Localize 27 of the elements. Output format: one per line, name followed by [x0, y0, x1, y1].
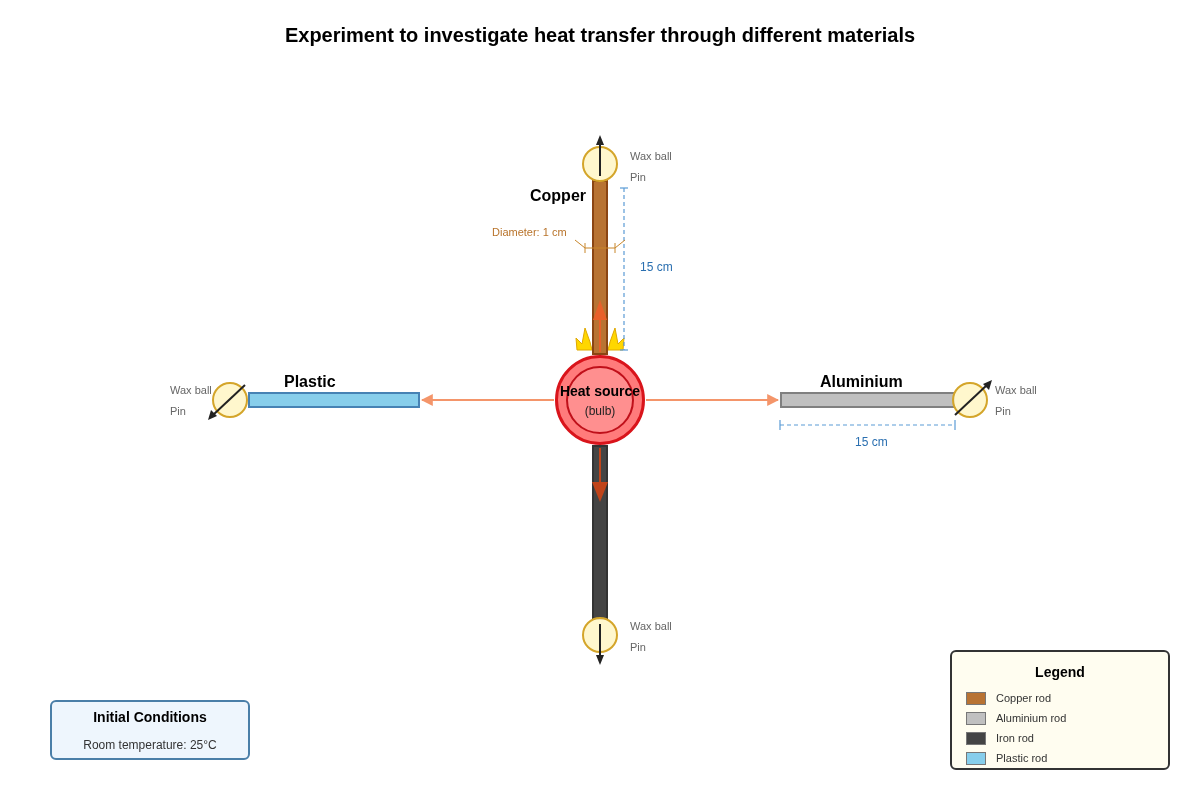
- legend-title: Legend: [1035, 663, 1085, 682]
- rod-label: Aluminium: [820, 372, 903, 392]
- rod-label: Copper: [530, 186, 586, 206]
- heat-arrow: [420, 394, 555, 406]
- part-label: Wax ball: [995, 383, 1037, 398]
- dimension-label: 15 cm: [855, 434, 888, 451]
- rod-label: Plastic: [284, 372, 336, 392]
- title: Experiment to investigate heat transfer through different materials: [284, 23, 916, 48]
- part-label: Wax ball: [630, 149, 672, 164]
- legend-label: Copper rod: [996, 691, 1052, 706]
- part-label: Wax ball: [170, 383, 212, 398]
- part-label: Pin: [170, 404, 186, 419]
- dimension-label: Diameter: 1 cm: [492, 225, 567, 240]
- info-box: [50, 700, 250, 760]
- heat-arrow: [645, 394, 780, 406]
- part-label: Pin: [630, 640, 646, 655]
- part-label: Wax ball: [630, 619, 672, 634]
- part-label: Pin: [630, 170, 646, 185]
- box-heading: Initial Conditions: [93, 707, 207, 727]
- box-text: Room temperature: 25°C: [83, 736, 217, 754]
- heat-source-label: Heat source: [559, 381, 641, 401]
- part-label: Pin: [995, 404, 1011, 419]
- legend-label: Plastic rod: [996, 751, 1048, 766]
- heat-source-note: (bulb): [584, 402, 616, 420]
- legend-label: Aluminium rod: [996, 711, 1067, 726]
- dimension-label: 15 cm: [640, 259, 673, 276]
- legend-label: Iron rod: [996, 731, 1034, 746]
